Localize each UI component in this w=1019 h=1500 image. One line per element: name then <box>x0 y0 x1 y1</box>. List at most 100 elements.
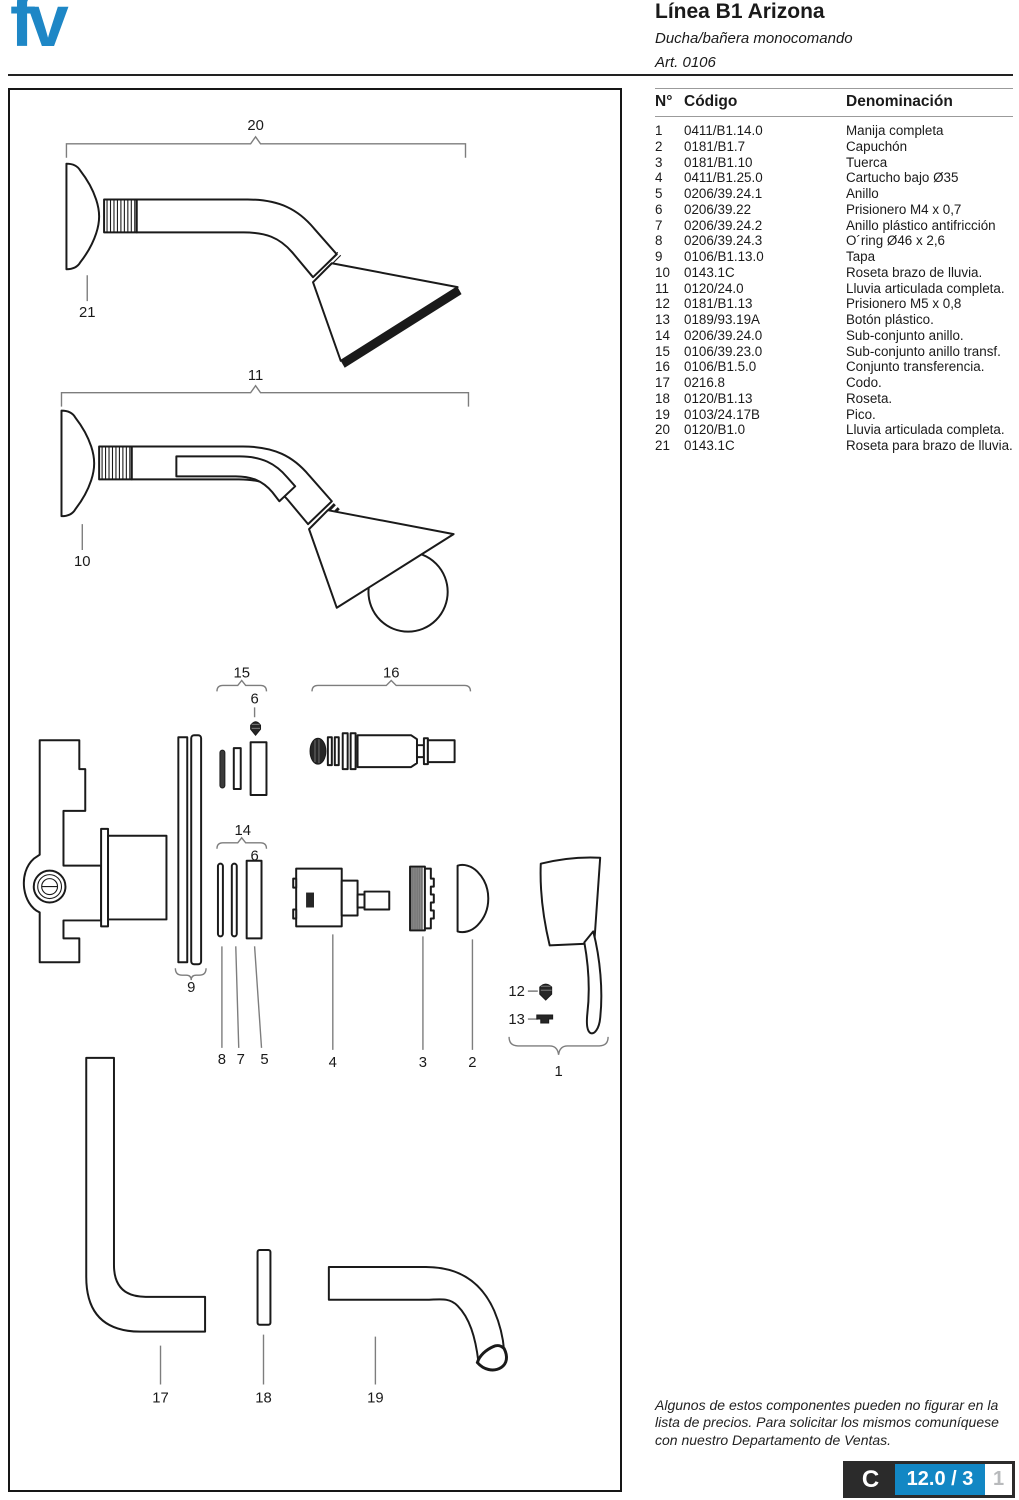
table-row: 16 0106/B1.5.0 Conjunto transferencia. <box>655 359 1013 375</box>
part-number-cell: 6 <box>655 201 663 217</box>
part-code-cell: 0143.1C <box>684 438 735 453</box>
part-number-cell: 21 <box>655 438 670 453</box>
part-number-cell: 8 <box>655 233 663 249</box>
part-denomination-cell: Tapa <box>846 249 876 264</box>
parts-table-header: N° Código Denominación <box>655 93 1013 111</box>
part-code-cell: 0189/93.19A <box>684 312 760 327</box>
part-label-16: 16 <box>383 665 400 681</box>
part-label-11: 11 <box>248 368 263 384</box>
table-row: 11 0120/24.0 Lluvia articulada completa. <box>655 281 1013 297</box>
dimension-brackets <box>60 135 609 1385</box>
part-denomination-cell: Roseta brazo de lluvia. <box>846 264 983 280</box>
part-number-cell: 2 <box>655 138 663 154</box>
table-row: 10 0143.1C Roseta brazo de lluvia. <box>655 265 1013 281</box>
shower-arm-pipe <box>135 198 338 279</box>
part-code-cell: 0206/39.24.0 <box>684 327 763 343</box>
part-label-8: 8 <box>218 1052 226 1068</box>
table-row: 2 0181/B1.7 Capuchón <box>655 139 1013 155</box>
part-label-17: 17 <box>152 1390 169 1406</box>
shower-head-face-rim <box>340 287 462 368</box>
part-number-cell: 4 <box>655 170 663 186</box>
arm-slot-cutout <box>175 455 297 503</box>
part-denomination-cell: Anillo <box>846 186 879 201</box>
part-number-cell: 3 <box>655 154 663 170</box>
part-label-6a: 6 <box>250 691 258 707</box>
part-code-cell: 0206/39.24.2 <box>684 217 763 233</box>
part-label-21: 21 <box>79 305 96 321</box>
part-code-cell: 0106/B1.13.0 <box>684 249 764 264</box>
cap-2 <box>456 863 490 934</box>
part-label-4: 4 <box>329 1055 337 1071</box>
shower-arm-assembly-11 <box>60 409 455 633</box>
part-code-cell: 0206/39.24.1 <box>684 186 763 201</box>
page-title: Línea B1 Arizona <box>655 0 825 23</box>
table-row: 18 0120/B1.13 Roseta. <box>655 391 1013 407</box>
part-label-12: 12 <box>508 984 525 1000</box>
part-number-cell: 13 <box>655 312 670 327</box>
table-row: 15 0106/39.23.0 Sub-conjunto anillo tran… <box>655 344 1013 360</box>
part-label-7: 7 <box>237 1052 245 1068</box>
part-denomination-cell: Codo. <box>846 375 882 390</box>
part-denomination-cell: Botón plástico. <box>846 312 934 327</box>
part-denomination-cell: Roseta para brazo de lluvia. <box>846 438 1013 453</box>
exploded-parts-diagram: 20 21 11 10 15 6 16 14 6 9 8 7 5 4 3 2 1… <box>8 88 622 1492</box>
part-denomination-cell: Lluvia articulada completa. <box>846 422 1005 438</box>
table-row: 17 0216.8 Codo. <box>655 375 1013 391</box>
table-row: 7 0206/39.24.2 Anillo plástico antifricc… <box>655 218 1013 234</box>
part-number-cell: 11 <box>655 280 669 296</box>
roseta-18 <box>256 1249 272 1326</box>
subassembly-15 <box>219 721 268 796</box>
part-label-9: 9 <box>187 980 195 996</box>
spout-19 <box>327 1265 508 1372</box>
screw-icon-12 <box>539 983 553 1001</box>
part-code-cell: 0106/39.23.0 <box>684 343 763 359</box>
part-code-cell: 0120/24.0 <box>684 280 744 296</box>
part-label-15: 15 <box>233 665 250 681</box>
part-denomination-cell: Conjunto transferencia. <box>846 359 985 375</box>
part-denomination-cell: Sub-conjunto anillo transf. <box>846 343 1001 359</box>
part-label-18: 18 <box>255 1390 272 1406</box>
part-labels: 20 21 11 10 15 6 16 14 6 9 8 7 5 4 3 2 1… <box>74 118 563 1407</box>
table-row: 19 0103/24.17B Pico. <box>655 407 1013 423</box>
part-number-cell: 19 <box>655 406 670 422</box>
col-code-header: Código <box>684 93 738 110</box>
part-code-cell: 0120/B1.13 <box>684 390 753 406</box>
part-number-cell: 17 <box>655 375 670 390</box>
table-row: 6 0206/39.22 Prisionero M4 x 0,7 <box>655 202 1013 218</box>
part-code-cell: 0106/B1.5.0 <box>684 359 757 375</box>
col-denomination-header: Denominación <box>846 93 953 110</box>
cartridge-4 <box>292 867 391 928</box>
part-denomination-cell: Anillo plástico antifricción <box>846 217 996 233</box>
col-num-header: N° <box>655 93 673 110</box>
part-denomination-cell: Roseta. <box>846 390 893 406</box>
handle-1 <box>536 856 603 1035</box>
cover-plate-9 <box>177 734 203 966</box>
table-row: 3 0181/B1.10 Tuerca <box>655 155 1013 171</box>
part-denomination-cell: Prisionero M4 x 0,7 <box>846 201 962 217</box>
part-code-cell: 0181/B1.10 <box>684 154 753 170</box>
stamp-code: 12.0 / 3 <box>895 1464 985 1495</box>
wall-flange-10 <box>60 409 96 518</box>
part-denomination-cell: Tuerca <box>846 154 888 170</box>
table-row: 8 0206/39.24.3 O´ring Ø46 x 2,6 <box>655 233 1013 249</box>
part-number-cell: 10 <box>655 264 670 280</box>
part-number-cell: 12 <box>655 296 670 312</box>
part-label-1: 1 <box>554 1064 562 1080</box>
shower-head-cone <box>308 509 455 609</box>
table-row: 13 0189/93.19A Botón plástico. <box>655 312 1013 328</box>
nut-3 <box>409 865 435 932</box>
table-row: 14 0206/39.24.0 Sub-conjunto anillo. <box>655 328 1013 344</box>
part-number-cell: 9 <box>655 249 663 264</box>
part-denomination-cell: Sub-conjunto anillo. <box>846 327 964 343</box>
part-denomination-cell: Pico. <box>846 406 876 422</box>
table-row: 4 0411/B1.25.0 Cartucho bajo Ø35 <box>655 170 1013 186</box>
body-flange <box>100 827 110 928</box>
header-divider <box>8 74 1013 76</box>
button-icon-13 <box>536 1014 554 1024</box>
part-denomination-cell: O´ring Ø46 x 2,6 <box>846 233 945 249</box>
table-row: 9 0106/B1.13.0 Tapa <box>655 249 1013 265</box>
part-number-cell: 20 <box>655 422 670 438</box>
oring-8 <box>216 862 224 938</box>
stamp-letter: C <box>861 1465 880 1493</box>
article-number: Art. 0106 <box>655 54 716 71</box>
